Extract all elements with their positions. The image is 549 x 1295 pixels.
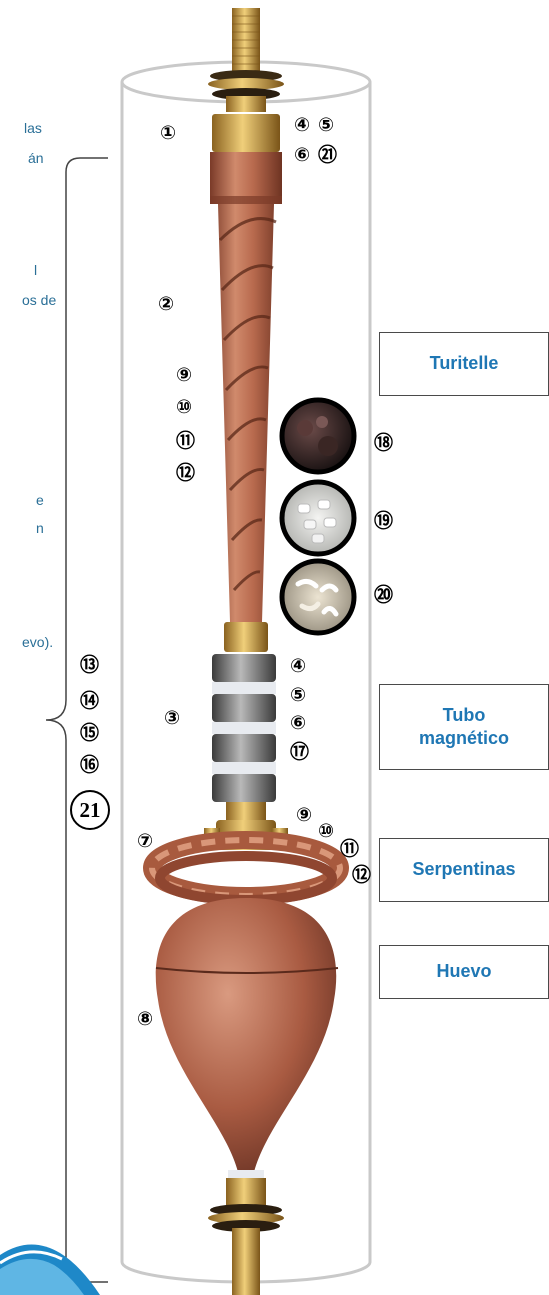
marker-17: ⑰: [290, 743, 309, 762]
left-text-fragment: n: [36, 520, 44, 536]
left-text-fragment: án: [28, 150, 44, 166]
marker-11: ⑪: [176, 432, 195, 451]
marker-20: ⑳: [374, 586, 393, 605]
label-huevo: Huevo: [379, 945, 549, 999]
left-text-fragment: las: [24, 120, 42, 136]
label-turitelle-text: Turitelle: [430, 352, 499, 375]
marker-16: ⑯: [80, 756, 99, 775]
marker-12: ⑫: [176, 464, 195, 483]
label-serpentinas-text: Serpentinas: [412, 858, 515, 881]
label-huevo-text: Huevo: [436, 960, 491, 983]
marker-21-large: 21: [70, 790, 110, 830]
label-tubo-line2: magnético: [419, 727, 509, 750]
marker-3: ③: [164, 709, 180, 728]
marker-1: ①: [160, 124, 176, 143]
marker-18: ⑱: [374, 434, 393, 453]
mineral-sample-19: [282, 482, 354, 554]
turitelle-cone: [210, 152, 282, 622]
marker-7: ⑦: [137, 832, 153, 851]
mineral-sample-18: [282, 400, 354, 472]
marker-5b: ⑤: [290, 686, 306, 705]
left-text-fragment: os de: [22, 292, 56, 308]
marker-9b: ⑨: [296, 806, 312, 825]
left-text-fragment: e: [36, 492, 44, 508]
magnetic-tube: [212, 654, 276, 802]
upper-connector: [224, 622, 268, 652]
top-fitting: [208, 8, 284, 152]
marker-11b: ⑪: [340, 840, 359, 859]
label-turitelle: Turitelle: [379, 332, 549, 396]
marker-9: ⑨: [176, 366, 192, 385]
wave-logo-icon: [0, 1235, 110, 1295]
serpentinas-coil: [152, 840, 340, 900]
left-text-fragment: evo).: [22, 634, 53, 650]
marker-4: ④: [294, 116, 310, 135]
marker-21: ㉑: [318, 146, 337, 165]
marker-15: ⑮: [80, 724, 99, 743]
label-serpentinas: Serpentinas: [379, 838, 549, 902]
marker-5: ⑤: [318, 116, 334, 135]
marker-13: ⑬: [80, 656, 99, 675]
marker-12b: ⑫: [352, 866, 371, 885]
marker-10b: ⑩: [318, 822, 334, 841]
marker-8: ⑧: [137, 1010, 153, 1029]
marker-2: ②: [158, 295, 174, 314]
label-tubo-line1: Tubo: [443, 704, 486, 727]
left-bracket: [46, 158, 108, 1282]
marker-10: ⑩: [176, 398, 192, 417]
marker-14: ⑭: [80, 692, 99, 711]
marker-19: ⑲: [374, 512, 393, 531]
marker-6: ⑥: [294, 146, 310, 165]
mineral-sample-20: [282, 561, 354, 633]
huevo-egg: [156, 898, 338, 1172]
left-text-fragment: l: [34, 262, 37, 278]
marker-6b: ⑥: [290, 714, 306, 733]
bottom-fitting: [208, 1170, 284, 1295]
label-tubo-magnetico: Tubo magnético: [379, 684, 549, 770]
marker-4b: ④: [290, 657, 306, 676]
